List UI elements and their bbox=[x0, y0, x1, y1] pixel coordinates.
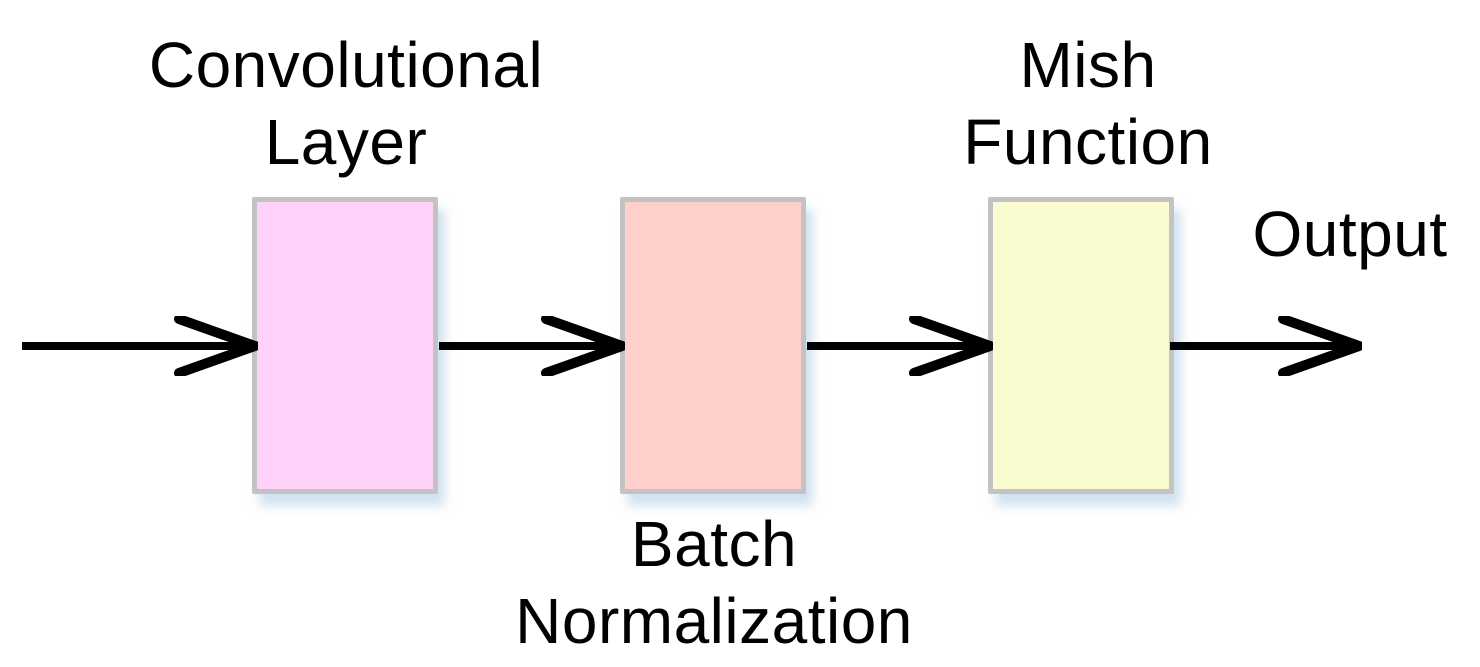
mish-function-label: Mish Function bbox=[963, 29, 1213, 178]
arrow-right-icon bbox=[439, 316, 625, 376]
output-label: Output bbox=[1252, 198, 1448, 270]
conv-layer-label: Convolutional Layer bbox=[148, 29, 544, 178]
batch-normalization-node bbox=[620, 197, 806, 494]
arrow-right-icon bbox=[1170, 316, 1362, 376]
batch-normalization-label: Batch Normalization bbox=[515, 508, 913, 657]
mish-function-node bbox=[988, 197, 1174, 494]
arrow-right-icon bbox=[22, 316, 258, 376]
conv-layer-node bbox=[252, 197, 438, 494]
arrow-right-icon bbox=[807, 316, 993, 376]
